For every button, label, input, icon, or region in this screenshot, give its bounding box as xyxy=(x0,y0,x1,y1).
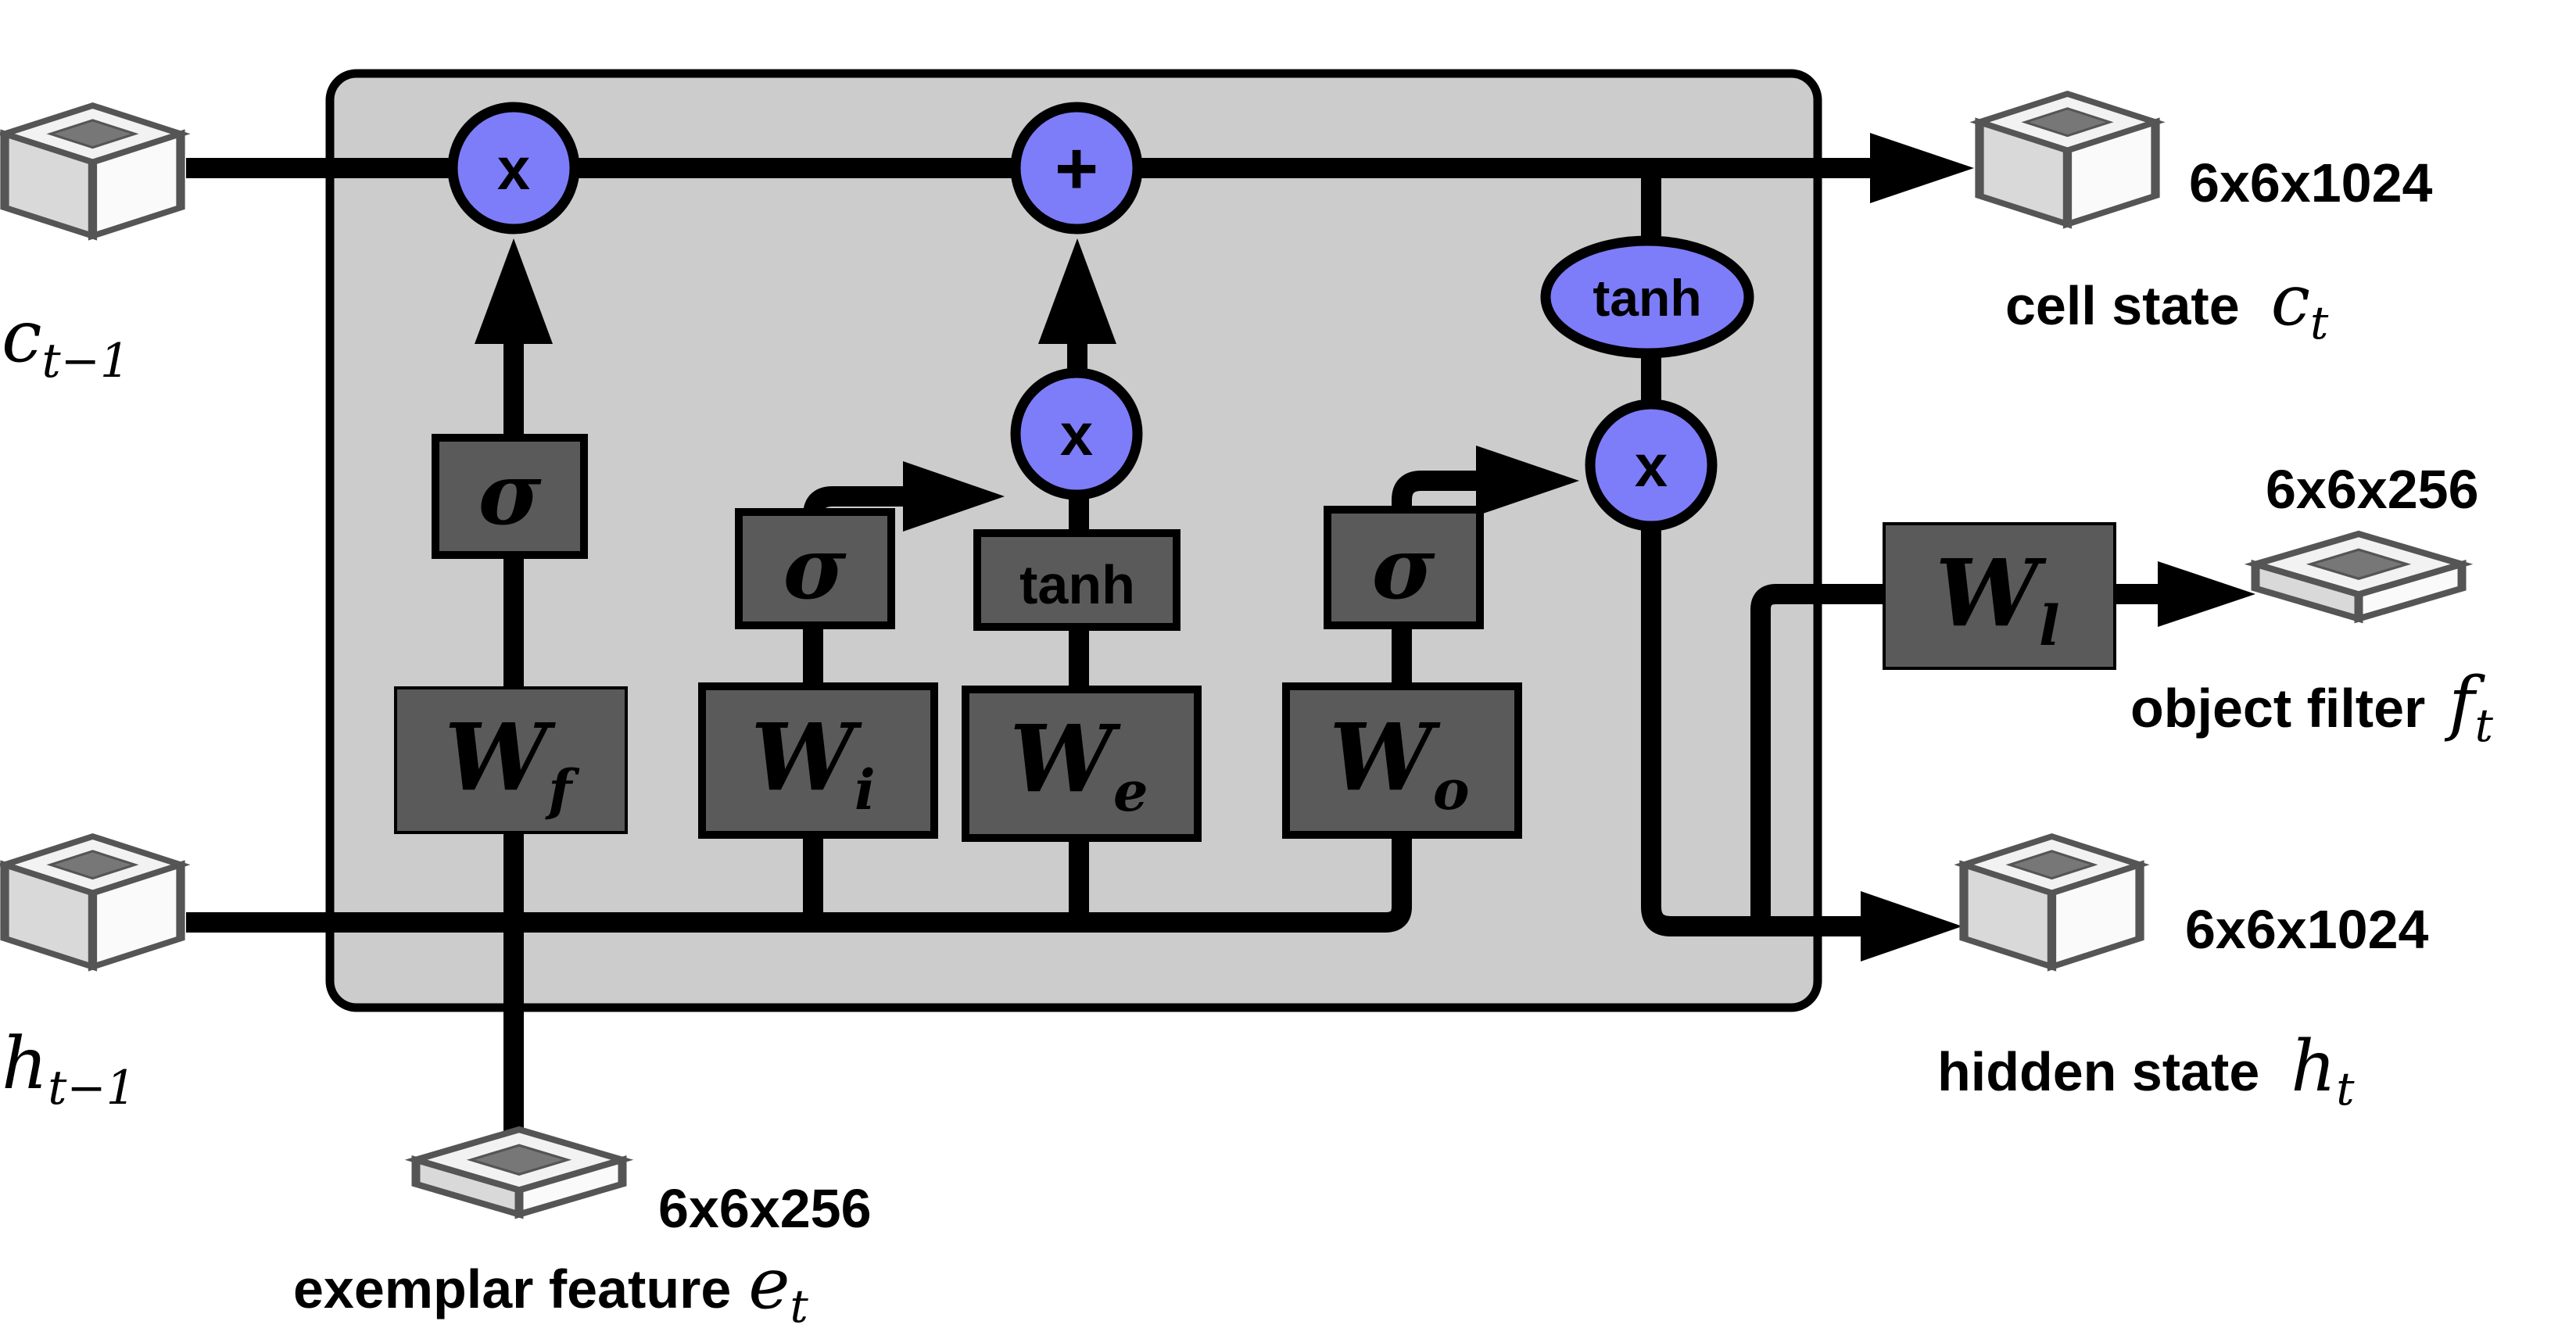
cell-tanh-op: tanh xyxy=(1540,235,1754,359)
prev-hidden-tensor-icon xyxy=(5,836,181,967)
weight-exemplar: We xyxy=(962,686,1202,842)
hidden-output-line xyxy=(1641,516,1868,936)
weight-filter-symbol: Wl xyxy=(1935,539,2059,658)
sigma-output-box: σ xyxy=(1324,506,1484,629)
weight-input-symbol: Wi xyxy=(751,703,875,822)
filter-tensor-icon xyxy=(2255,534,2462,619)
weight-output: Wo xyxy=(1282,682,1522,839)
output-multiply-op: x xyxy=(1585,399,1718,532)
svg-text:σ: σ xyxy=(478,443,542,544)
cell-output-tensor-icon xyxy=(1979,94,2155,224)
svg-text:+: + xyxy=(1055,127,1098,210)
prev-hidden-label: ht−1 xyxy=(2,1022,136,1115)
svg-text:tanh: tanh xyxy=(1019,554,1135,615)
weight-input: Wi xyxy=(698,682,938,839)
svg-text:σ: σ xyxy=(783,517,847,618)
svg-text:x: x xyxy=(497,136,530,202)
exemplar-size: 6x6x256 xyxy=(658,1178,872,1239)
sigma-input-box: σ xyxy=(735,508,895,629)
hidden-output-tensor-icon xyxy=(1964,836,2140,967)
prev-cell-label: ct−1 xyxy=(2,295,130,388)
filter-output-size: 6x6x256 xyxy=(2266,459,2479,520)
hidden-input-line xyxy=(186,832,1412,933)
hidden-output-size: 6x6x1024 xyxy=(2185,899,2429,960)
cell-add-op: + xyxy=(1010,102,1143,235)
filter-branch-line xyxy=(1750,584,1892,926)
input-multiply-op: x xyxy=(1010,367,1143,500)
weight-output-symbol: Wo xyxy=(1329,703,1469,822)
cell-output-size: 6x6x1024 xyxy=(2189,152,2433,213)
weight-exemplar-symbol: We xyxy=(1009,704,1148,824)
prev-cell-tensor-icon xyxy=(5,106,181,236)
svg-text:tanh: tanh xyxy=(1593,269,1701,327)
weight-filter: Wl xyxy=(1883,522,2116,670)
exemplar-tensor-icon xyxy=(416,1130,622,1215)
svg-text:x: x xyxy=(1060,402,1093,468)
tanh-exemplar-box: tanh xyxy=(973,529,1181,631)
weight-forget: Wf xyxy=(394,686,628,834)
sigma-forget-box: σ xyxy=(432,434,588,559)
forget-multiply-op: x xyxy=(447,102,580,235)
svg-text:x: x xyxy=(1635,433,1668,500)
svg-text:σ: σ xyxy=(1371,517,1435,618)
arrowheads xyxy=(475,133,2255,961)
